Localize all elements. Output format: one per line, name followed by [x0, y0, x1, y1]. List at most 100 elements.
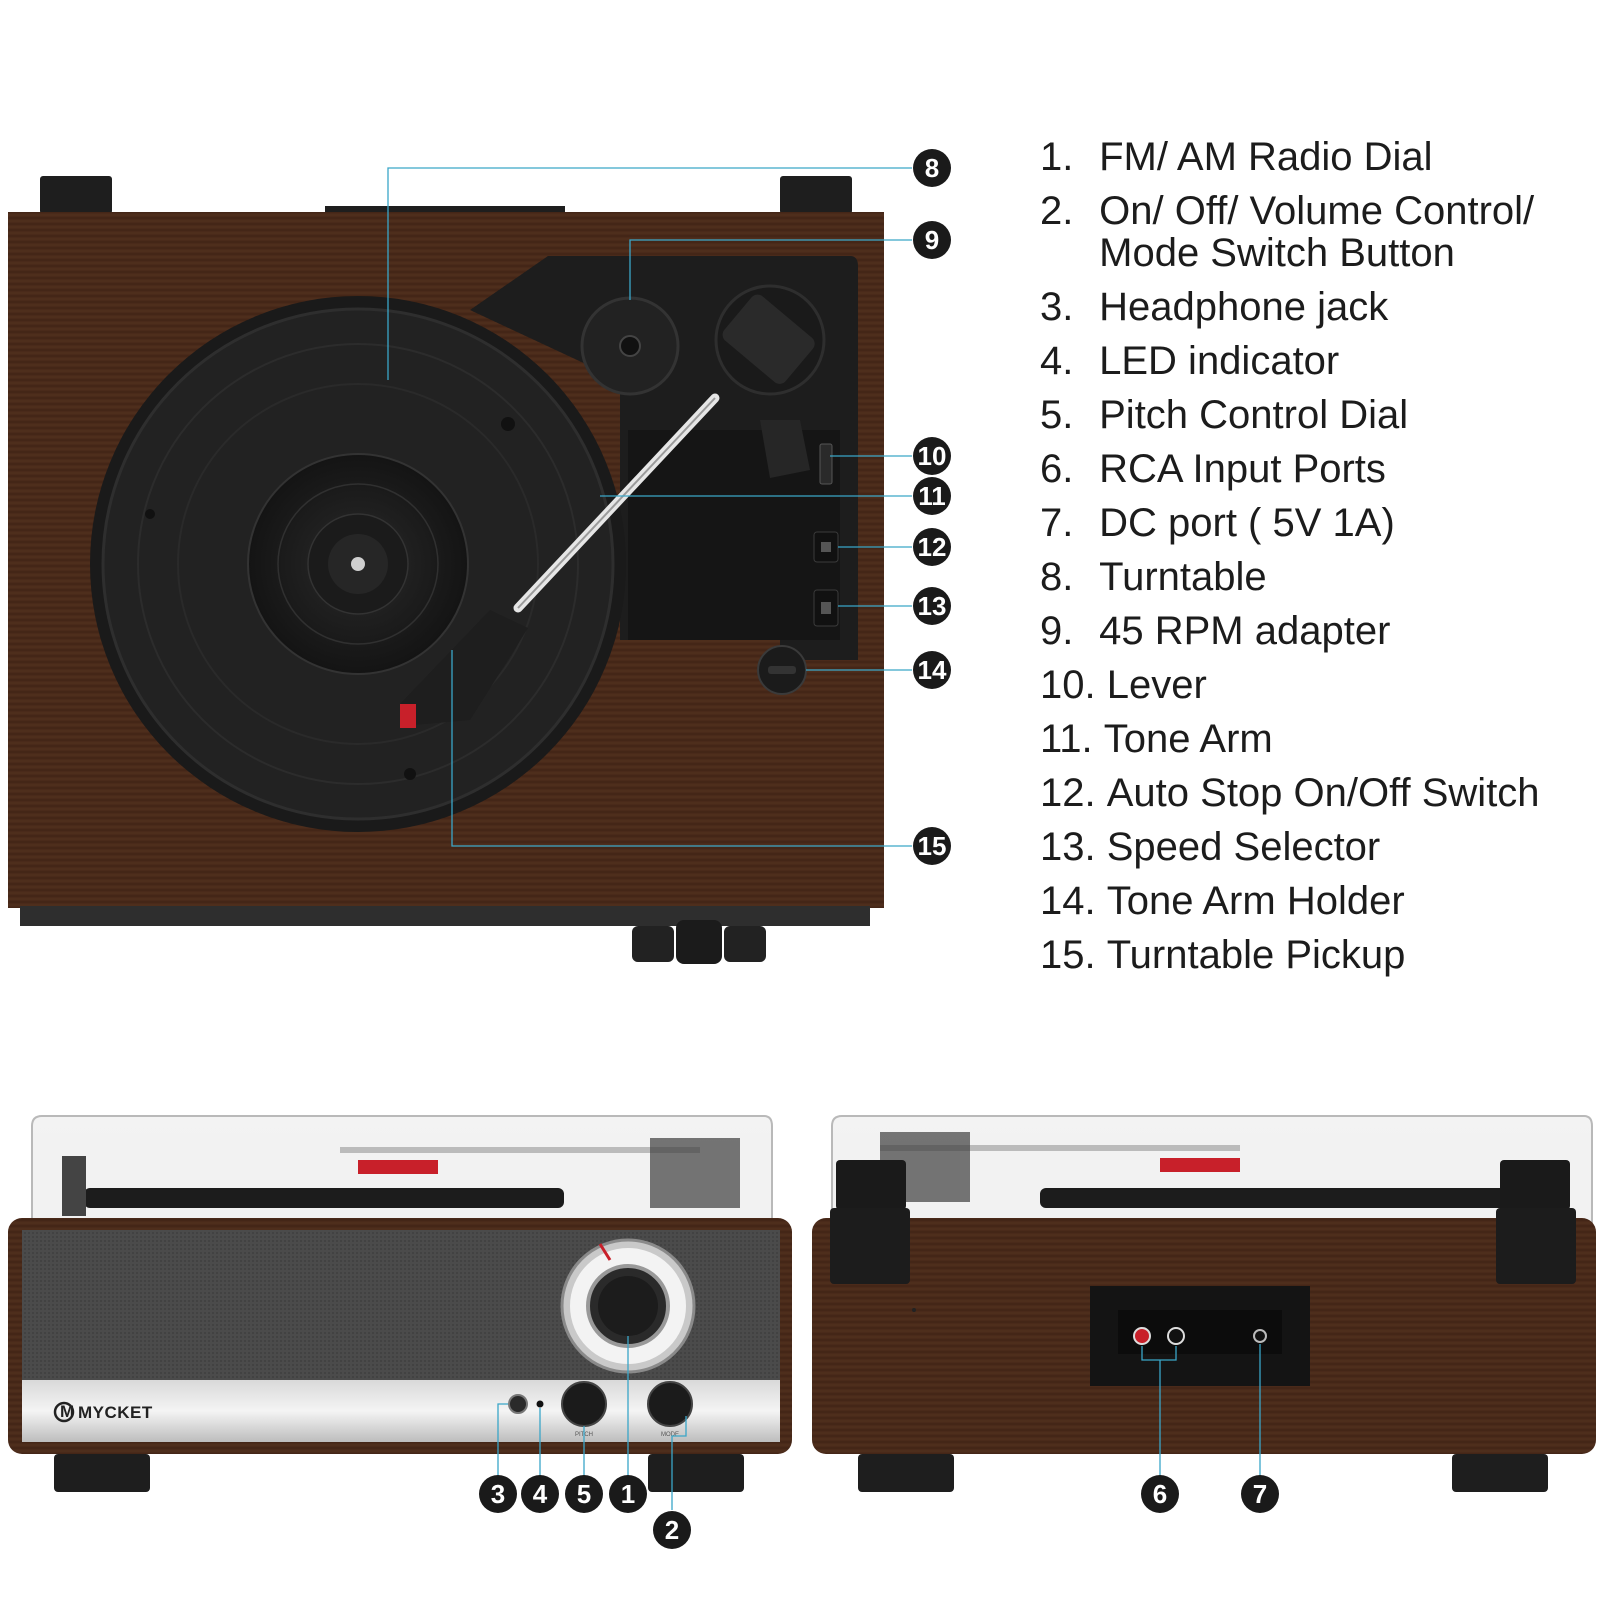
hinge-left [40, 176, 112, 214]
callout-8: 8 [913, 149, 951, 187]
callout-4-label: 4 [533, 1479, 548, 1509]
callout-9-label: 9 [925, 225, 939, 255]
back-view [812, 1115, 1596, 1492]
callout-7: 7 [1241, 1475, 1279, 1513]
callout-8-label: 8 [925, 153, 939, 183]
legend-num: 13. [1040, 825, 1096, 869]
callout-12: 12 [913, 528, 951, 566]
svg-text:M: M [60, 1402, 75, 1421]
callout-5: 5 [565, 1475, 603, 1513]
hinge-right [780, 176, 852, 214]
legend-text: Turntable Pickup [1106, 933, 1406, 977]
hinge-back-left [830, 1208, 910, 1284]
dc-port [1253, 1329, 1267, 1343]
legend-text: FM/ AM Radio Dial [1099, 135, 1433, 179]
top-view [8, 167, 912, 964]
callout-7-label: 7 [1253, 1479, 1267, 1509]
legend-item: 10. Lever [1040, 658, 1580, 712]
legend-item: 2. On/ Off/ Volume Control/ Mode Switch … [1040, 190, 1580, 274]
legend-item: 7. DC port ( 5V 1A) [1040, 496, 1580, 550]
callout-11: 11 [913, 477, 951, 515]
callout-9: 9 [913, 221, 951, 259]
legend-item: 4. LED indicator [1040, 334, 1580, 388]
leader-lines-front [497, 1336, 687, 1510]
legend-text: LED indicator [1099, 339, 1340, 383]
callout-13-label: 13 [918, 591, 947, 621]
legend-item: 14. Tone Arm Holder [1040, 874, 1580, 928]
legend-text: Speed Selector [1106, 825, 1381, 869]
legend-text: Headphone jack [1099, 285, 1389, 329]
leader-lines-back [1141, 1344, 1261, 1476]
callout-3: 3 [479, 1475, 517, 1513]
callout-15: 15 [913, 827, 951, 865]
callout-4: 4 [521, 1475, 559, 1513]
pitch-knob [561, 1381, 607, 1427]
mode-knob [647, 1381, 693, 1427]
led-indicator [536, 1400, 544, 1408]
legend-text: DC port ( 5V 1A) [1099, 501, 1395, 545]
callout-2: 2 [653, 1511, 691, 1549]
hinge-back-right [1496, 1208, 1576, 1284]
legend-item: 9. 45 RPM adapter [1040, 604, 1580, 658]
brand-logo: MYCKET [78, 1403, 153, 1422]
legend-num: 12. [1040, 771, 1096, 815]
legend-text: RCA Input Ports [1099, 447, 1386, 491]
legend-text: Auto Stop On/Off Switch [1106, 771, 1540, 815]
legend-text: 45 RPM adapter [1099, 609, 1391, 653]
legend-text: Tone Arm Holder [1106, 879, 1405, 923]
callout-1: 1 [609, 1475, 647, 1513]
callout-1-label: 1 [621, 1479, 635, 1509]
legend-item: 6. RCA Input Ports [1040, 442, 1580, 496]
legend-text: Turntable [1099, 555, 1267, 599]
legend-num: 2. [1040, 189, 1074, 233]
legend-item: 5. Pitch Control Dial [1040, 388, 1580, 442]
legend-num: 14. [1040, 879, 1096, 923]
legend-num: 1. [1040, 135, 1074, 179]
legend-num: 9. [1040, 609, 1074, 653]
legend-num: 5. [1040, 393, 1074, 437]
mode-label: MODE [661, 1432, 679, 1438]
legend-item: 8. Turntable [1040, 550, 1580, 604]
legend-num: 11. [1040, 717, 1093, 761]
legend-num: 15. [1040, 933, 1096, 977]
callout-badges: 8 9 10 11 12 13 14 15 3 4 5 1 2 6 7 [479, 149, 1279, 1549]
legend-num: 4. [1040, 339, 1074, 383]
legend-item: 13. Speed Selector [1040, 820, 1580, 874]
callout-10: 10 [913, 437, 951, 475]
legend-num: 8. [1040, 555, 1074, 599]
legend-item: 15. Turntable Pickup [1040, 928, 1580, 982]
legend-num: 6. [1040, 447, 1074, 491]
legend-num: 10. [1040, 663, 1096, 707]
callout-2-label: 2 [665, 1515, 679, 1545]
legend-item: 3. Headphone jack [1040, 280, 1580, 334]
legend-text: Tone Arm [1103, 717, 1273, 761]
callout-5-label: 5 [577, 1479, 591, 1509]
callout-6: 6 [1141, 1475, 1179, 1513]
callout-14-label: 14 [918, 655, 947, 685]
leader-lines-top [387, 167, 912, 847]
legend-item: 11. Tone Arm [1040, 712, 1580, 766]
legend-num: 7. [1040, 501, 1074, 545]
callout-14: 14 [913, 651, 951, 689]
rca-red [1133, 1327, 1151, 1345]
lever [819, 443, 833, 485]
legend-text: On/ Off/ Volume Control/ Mode Switch But… [1099, 189, 1535, 275]
legend-item: 12. Auto Stop On/Off Switch [1040, 766, 1580, 820]
callout-6-label: 6 [1153, 1479, 1167, 1509]
callout-3-label: 3 [491, 1479, 505, 1509]
callout-10-label: 10 [918, 441, 947, 471]
callout-11-label: 11 [918, 481, 946, 511]
legend-text: Pitch Control Dial [1099, 393, 1409, 437]
front-view: M MYCKET PITCH MODE [8, 1115, 792, 1510]
headphone-jack [508, 1394, 528, 1414]
callout-12-label: 12 [918, 532, 947, 562]
legend-num: 3. [1040, 285, 1074, 329]
legend-text: Lever [1106, 663, 1207, 707]
legend-item: 1. FM/ AM Radio Dial [1040, 130, 1580, 184]
parts-legend: 1. FM/ AM Radio Dial 2. On/ Off/ Volume … [1040, 130, 1580, 982]
rca-white [1167, 1327, 1185, 1345]
turntable-pickup [400, 610, 528, 726]
callout-13: 13 [913, 587, 951, 625]
